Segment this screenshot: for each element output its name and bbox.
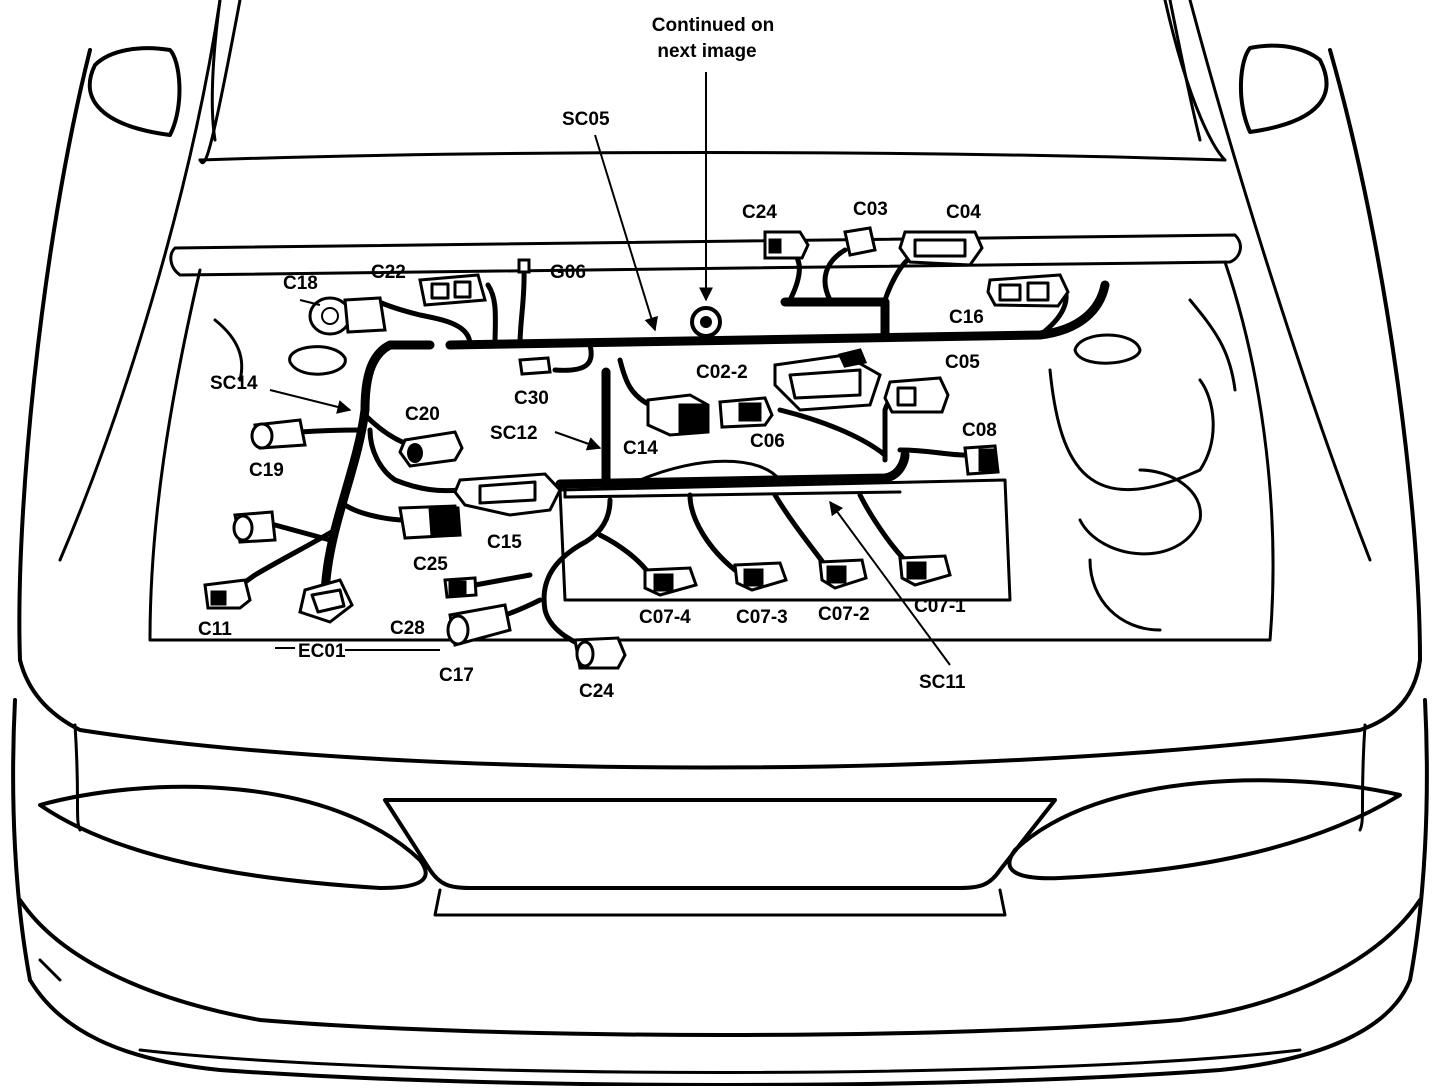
- label-c07-1: C07-1: [914, 596, 966, 617]
- connector-c04: [898, 230, 984, 267]
- label-ec01: EC01: [298, 641, 346, 662]
- label-sc12: SC12: [490, 423, 538, 444]
- label-c25: C25: [413, 554, 448, 575]
- label-c11: C11: [198, 619, 232, 640]
- label-c04: C04: [946, 202, 981, 223]
- connector-c22: [418, 273, 487, 307]
- label-c19: C19: [249, 460, 284, 481]
- label-g06: G06: [550, 262, 586, 283]
- grille: [383, 798, 1057, 890]
- connectors: [203, 226, 1070, 670]
- connector-c30: [518, 356, 552, 376]
- label-c14: C14: [623, 438, 658, 459]
- label-sc14: SC14: [210, 373, 258, 394]
- label-c05: C05: [945, 352, 980, 373]
- label-sc11: SC11: [919, 672, 966, 693]
- right-mirror: [1239, 43, 1329, 134]
- label-c07-3: C07-3: [736, 607, 788, 628]
- wiring-harness: [222, 247, 1110, 653]
- label-c30: C30: [514, 388, 549, 409]
- left-headlight: [38, 784, 428, 890]
- label-c07-2: C07-2: [818, 604, 870, 625]
- label-c03: C03: [853, 199, 888, 220]
- label-c20: C20: [405, 404, 440, 425]
- text-labels: Continued on next image SC05 C24 C03 C04…: [198, 15, 997, 702]
- right-headlight: [1007, 778, 1402, 881]
- car-body-outline: [11, 0, 1429, 1087]
- ground-g06: [517, 258, 531, 274]
- left-strut-tower: [288, 345, 347, 376]
- label-c22: C22: [371, 262, 406, 283]
- label-c06: C06: [750, 431, 785, 452]
- label-c02-2: C02-2: [696, 362, 748, 383]
- label-c15: C15: [487, 532, 522, 553]
- continued-note-line1: Continued on: [652, 15, 774, 36]
- label-c24-top: C24: [742, 202, 777, 223]
- label-c08: C08: [962, 420, 997, 441]
- continued-note-line2: next image: [657, 41, 756, 62]
- label-c24-bottom: C24: [579, 681, 614, 702]
- label-c17: C17: [439, 665, 474, 686]
- connector-c15: [453, 472, 562, 517]
- left-mirror: [87, 46, 182, 137]
- right-strut-tower: [1073, 333, 1142, 365]
- label-c18: C18: [283, 273, 318, 294]
- label-c16: C16: [949, 307, 984, 328]
- connector-c03: [843, 226, 877, 257]
- label-c28: C28: [390, 618, 425, 639]
- label-sc05: SC05: [562, 109, 610, 130]
- label-c07-4: C07-4: [639, 607, 691, 628]
- leader-lines: [269, 72, 951, 666]
